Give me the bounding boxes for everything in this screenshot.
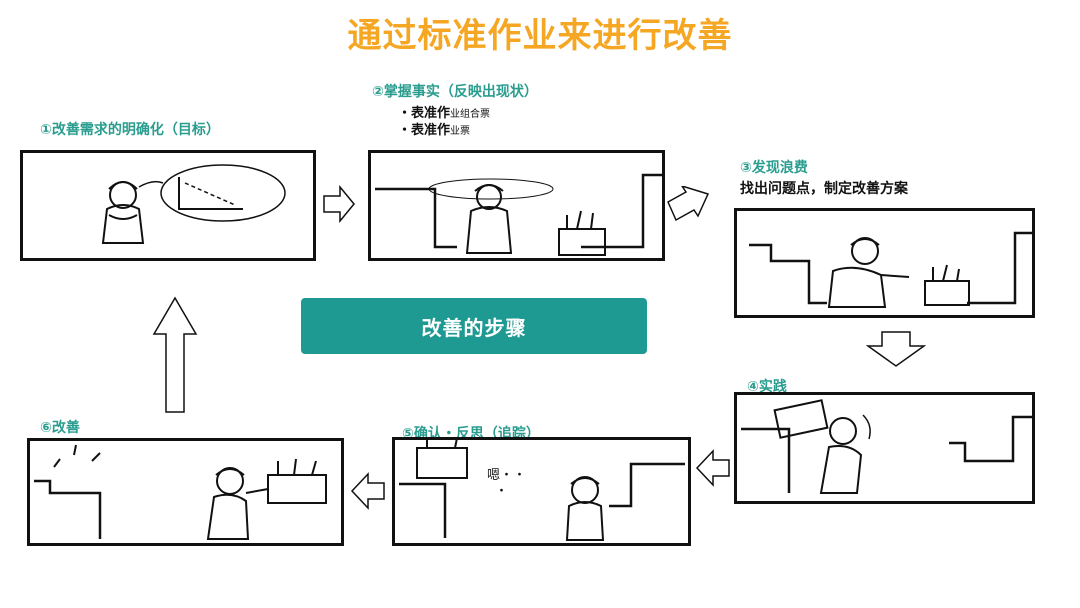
step-2-bullet-1: ・表准作业组合票 xyxy=(398,106,491,121)
step-2-bullets: ・表准作业组合票 ・表准作业票 xyxy=(398,106,490,140)
step-5-panel: 嗯・・ ・ xyxy=(392,437,691,546)
arrow-up-icon xyxy=(152,296,198,413)
arrow-down-icon xyxy=(866,331,926,367)
step-3-panel xyxy=(734,208,1035,318)
step-3-illustration xyxy=(749,231,1032,308)
step-5-illustration xyxy=(399,440,685,541)
step-6-illustration xyxy=(34,444,327,540)
step-5-speech: 嗯・・ xyxy=(487,468,527,483)
step-1-illustration xyxy=(101,164,286,244)
step-2-label: ②掌握事实（反映出现状） xyxy=(372,84,538,100)
step-4-panel xyxy=(734,392,1035,504)
step-1-panel xyxy=(20,150,316,261)
step-6-label: ⑥改善 xyxy=(40,420,80,436)
step-5-speech-dot: ・ xyxy=(495,484,509,499)
step-3-label: ③发现浪费 xyxy=(740,160,808,176)
arrow-left-icon xyxy=(695,449,730,487)
step-2-panel xyxy=(368,150,665,261)
step-4-illustration xyxy=(741,399,1032,494)
step-6-panel xyxy=(27,438,344,546)
step-1-label: ①改善需求的明确化（目标） xyxy=(40,122,220,138)
arrow-right-icon xyxy=(323,184,355,224)
step-2-bullet-2: ・表准作业票 xyxy=(398,123,471,138)
arrow-down-right-icon xyxy=(667,186,710,222)
center-label: 改善的步骤 xyxy=(301,298,647,354)
step-4-label: ④实践 xyxy=(747,379,787,395)
arrow-left-icon xyxy=(350,472,385,510)
step-2-illustration xyxy=(375,173,662,256)
page-title: 通过标准作业来进行改善 xyxy=(347,16,733,56)
step-3-sub-label: 找出问题点，制定改善方案 xyxy=(740,181,908,197)
